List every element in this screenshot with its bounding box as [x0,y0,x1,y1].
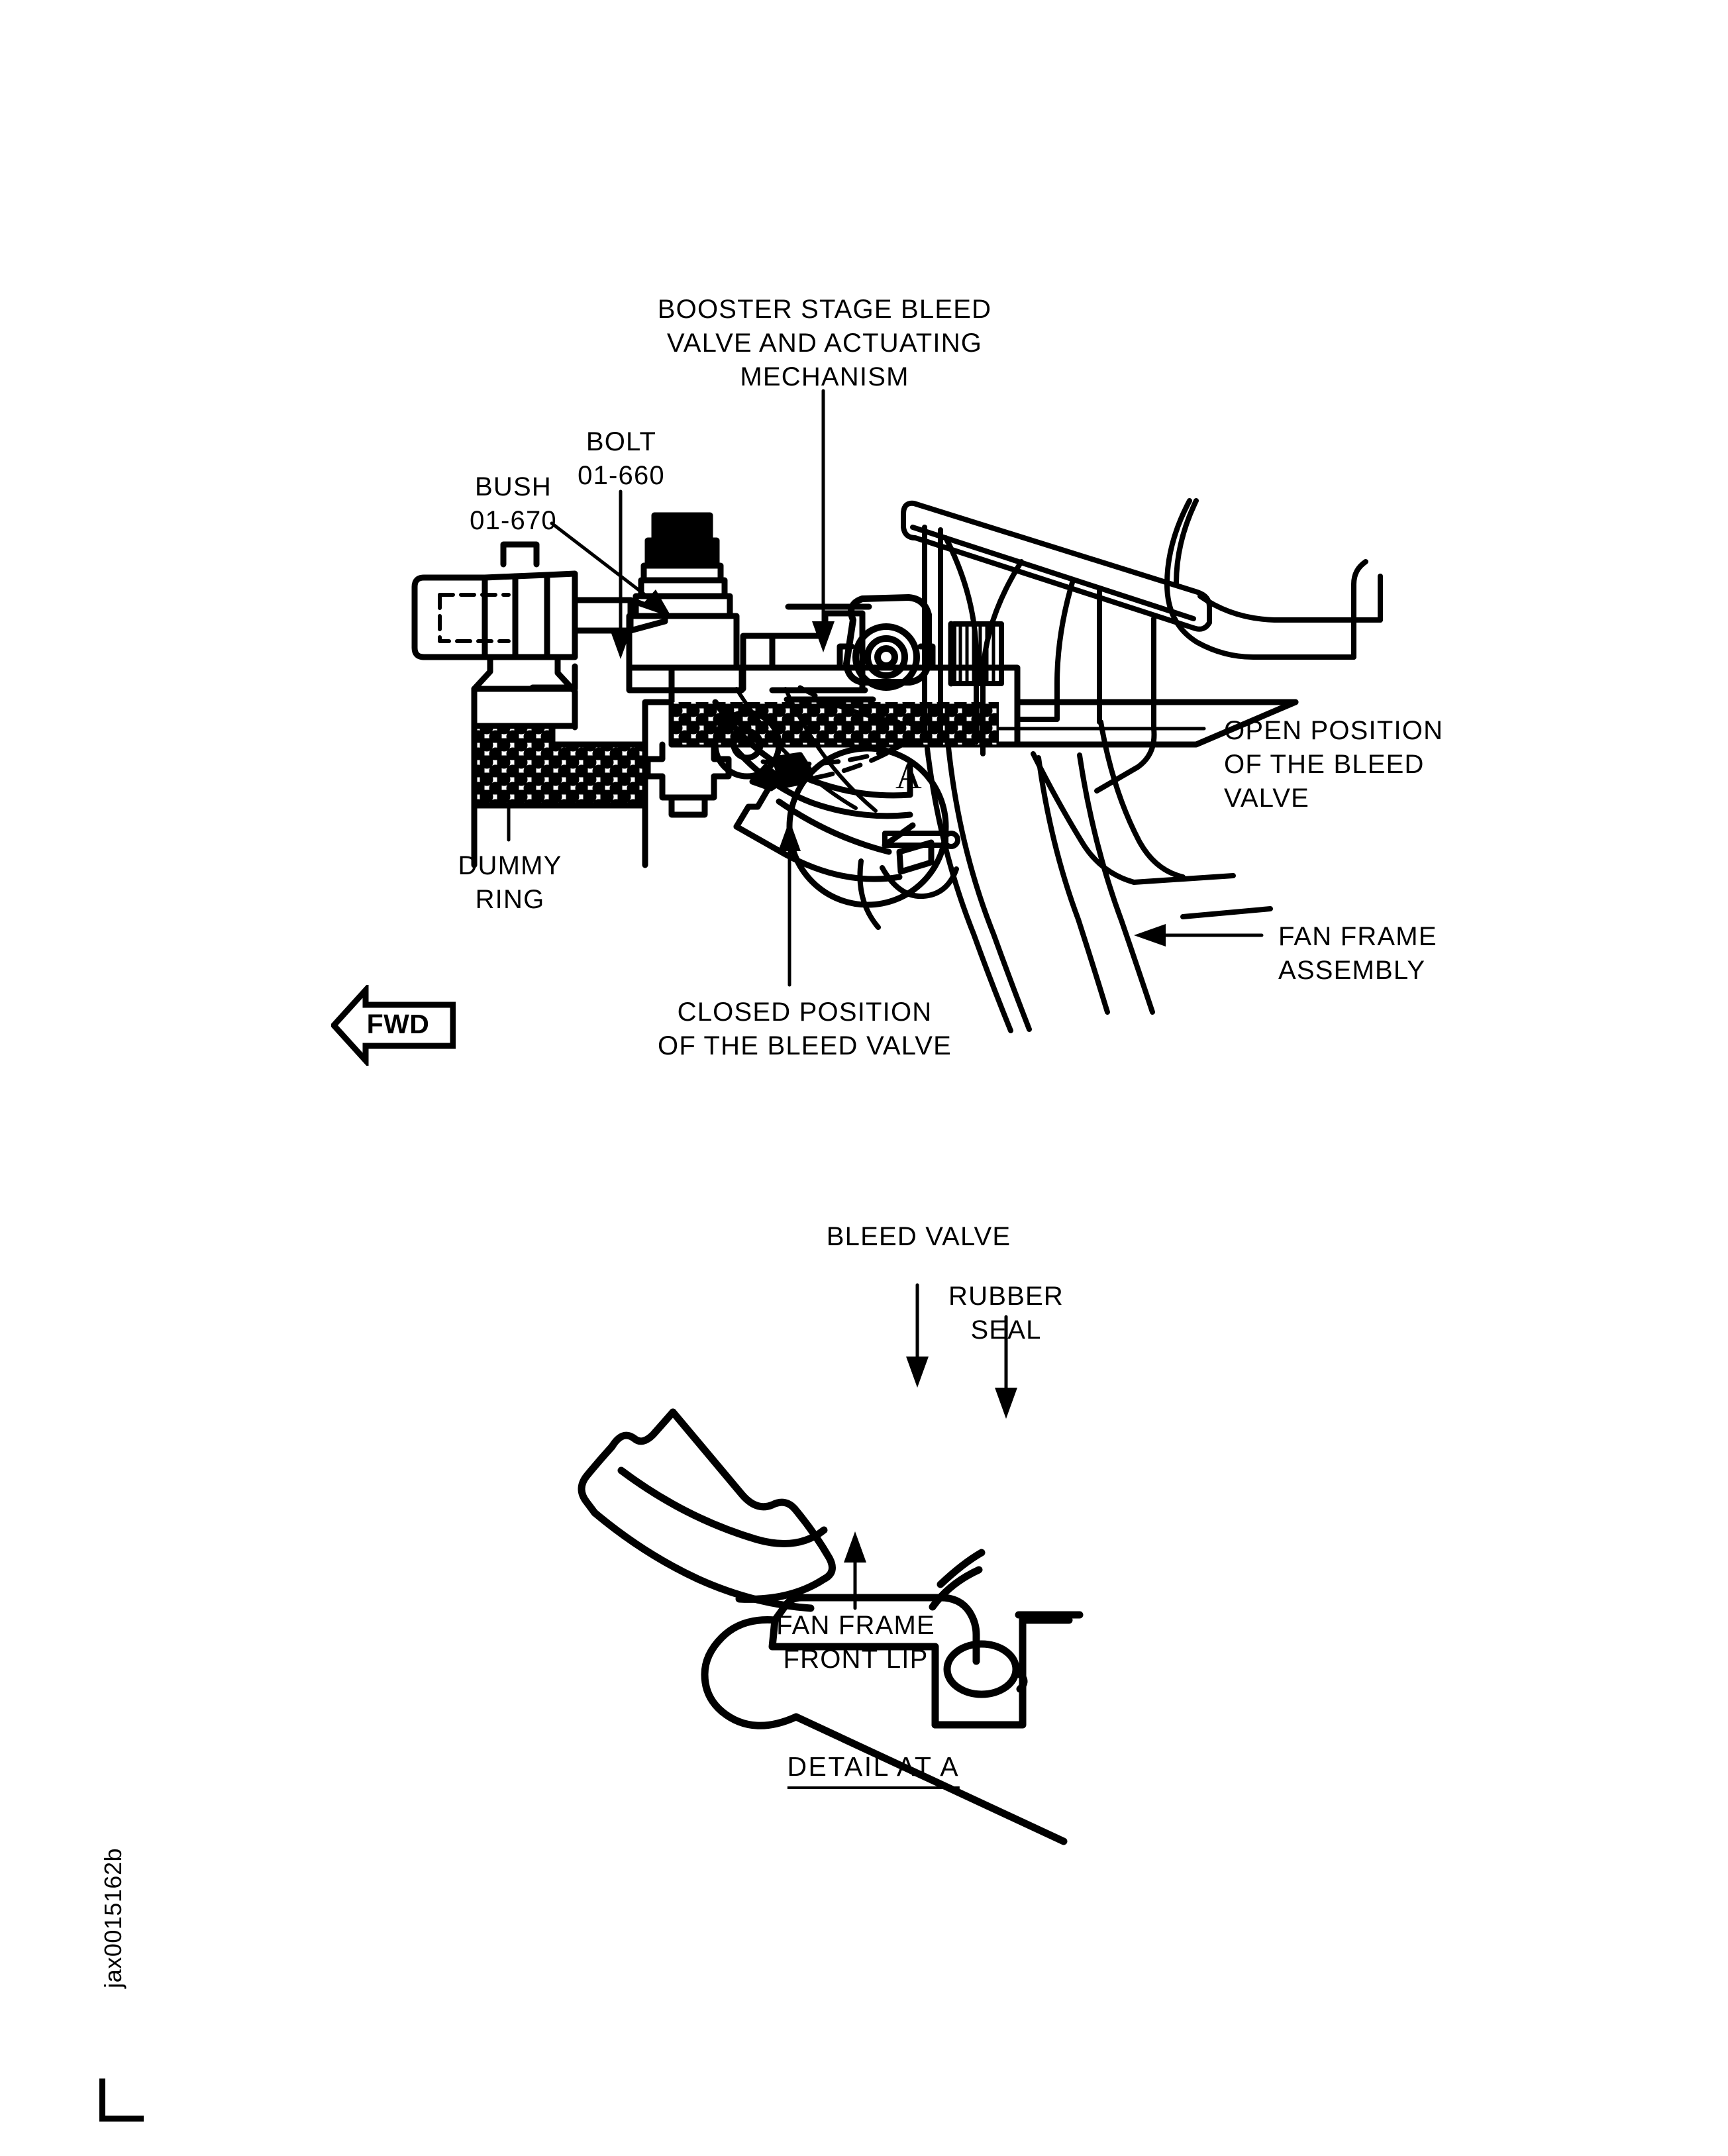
upper-assembly-drawing [411,389,1383,1033]
bleed-valve-label: BLEED VALVE [826,1222,1011,1251]
valve-latch-pin [882,831,960,849]
bush-label: BUSH 01-670 [470,472,557,536]
figure-id-corner-bracket [99,2079,144,2122]
bolt-knurl [658,541,704,568]
open-position-label: OPEN POSITION OF THE BLEED VALVE [1224,716,1444,813]
figure-id-block: jax0015162b [99,1848,146,2126]
fan-frame-assembly-label: FAN FRAME ASSEMBLY [1278,922,1437,986]
connector-neck-left [471,654,493,729]
bush-top-boss [500,541,540,568]
bush-hidden-edges [438,593,511,643]
detail-at-a-caption: DETAIL AT A [750,1720,960,1814]
bolt-label: BOLT 01-660 [578,427,665,491]
dummy-ring-section [471,699,675,868]
valve-linkage-guides [735,687,878,813]
bush-connector-body [411,570,578,660]
bleed-valve-body [578,1408,836,1612]
detail-callout-letter-a: A [895,756,922,796]
fan-frame-structure [901,498,1383,1033]
booster-stage-bleed-valve-title: BOOSTER STAGE BLEED VALVE AND ACTUATING … [657,295,992,392]
closed-position-label: CLOSED POSITION OF THE BLEED VALVE [658,998,952,1061]
leader-lines [507,389,1264,987]
detail-at-a-caption-text: DETAIL AT A [787,1751,960,1789]
rubber-seal-fitting [768,1549,1084,1729]
fwd-arrow-label: FWD [366,1009,430,1039]
rotary-actuator-housing [837,594,936,691]
dummy-ring-label: DUMMY RING [458,851,562,915]
rubber-seal-label: RUBBER SEAL [948,1282,1064,1345]
connector-neck-right [554,654,578,731]
detail-leader-arrowheads [844,1357,1017,1563]
valve-lower-bracket [857,858,959,930]
fan-frame-front-lip [701,1616,1068,1845]
bolt-shank [644,741,732,818]
fan-frame-front-lip-label: FAN FRAME FRONT LIP [776,1611,935,1674]
fwd-direction-arrow [331,985,456,1066]
detail-at-a-drawing [578,1283,1084,1845]
figure-id-text: jax0015162b [99,1848,127,1988]
